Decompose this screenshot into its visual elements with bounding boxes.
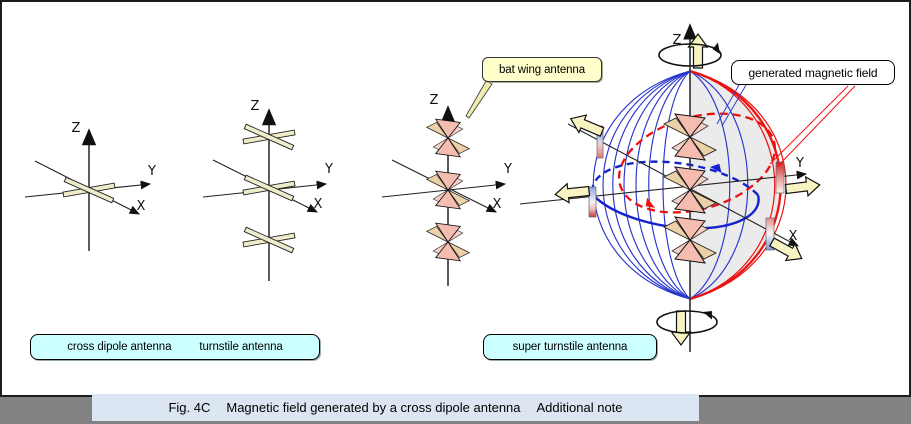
radiation-arrow-down [670,310,692,346]
d3-z-label: Z [430,93,439,108]
radiation-arrow-right [784,174,822,200]
red-ring-arrowhead [645,197,655,208]
phase-bar-y-left [588,186,597,218]
bat-wing-callout-leader [465,80,493,119]
field-z-label: Z [673,33,682,48]
d2-y-label: Y [324,162,333,177]
bat-wing-callout-label: bat wing antenna [499,63,585,76]
turnstile-diagram: Z Y X [202,99,333,281]
radiation-arrow-up [687,33,709,69]
d2-x-label: X [314,197,323,212]
generated-field-callout: generated magnetic field [731,60,895,85]
radiation-arrow-left [553,180,591,205]
d3-y-label: Y [503,162,512,177]
field-x-label: X [789,229,798,244]
blue-ring-back [591,160,759,196]
field-y-label: Y [795,156,804,171]
phase-bar-x-right [765,217,775,251]
generated-field-label: generated magnetic field [748,65,878,80]
cross-dipole-label: cross dipole antenna [67,341,172,353]
figure-caption: Fig. 4C Magnetic field generated by a cr… [92,394,699,421]
caption-note: Additional note [536,400,623,415]
radiation-arrow-upleft [566,109,607,142]
rotation-arrow-top [658,43,722,67]
super-turnstile-label: super turnstile antenna [512,341,628,353]
super-turnstile-diagram: Z Y X [381,80,512,286]
rotation-arrow-bottom [656,310,718,334]
caption-title: Magnetic field generated by a cross dipo… [226,400,521,415]
caption-fig-number: Fig. 4C [168,400,211,415]
antenna-name-box-left: cross dipole antenna turnstile antenna [30,334,320,360]
blue-ring-arrowhead [710,163,722,174]
sphere-shade [690,71,780,299]
phase-bar-y-right [775,161,785,194]
cross-dipole-diagram: Z Y X [24,121,156,251]
bat-wing-callout: bat wing antenna [482,57,602,82]
turnstile-label: turnstile antenna [199,341,283,353]
d1-y-label: Y [147,164,156,179]
antenna-name-box-right: super turnstile antenna [483,334,657,360]
d1-x-label: X [137,199,146,214]
magnetic-field-diagram: Z Y X [519,23,856,352]
d2-z-label: Z [251,99,260,114]
d3-x-label: X [493,197,502,212]
d1-z-label: Z [72,121,81,136]
